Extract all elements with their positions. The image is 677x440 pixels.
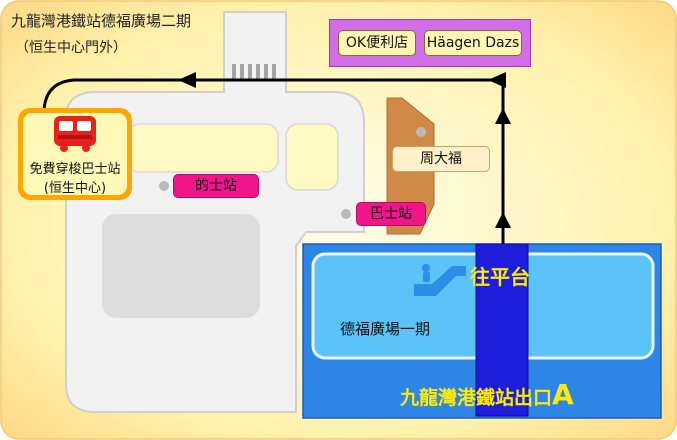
label-exit-a-text: 九龍灣港鐵站出口 xyxy=(400,387,553,409)
legend-ok-store: OK便利店 xyxy=(338,30,416,56)
pin-taxi-stand xyxy=(159,181,169,191)
shuttle-bus-station-location: (恒生中心) xyxy=(43,181,107,196)
arrow-icon xyxy=(495,212,511,228)
legend-box: OK便利店 Häagen Dazs xyxy=(329,19,531,67)
shuttle-bus-station-name: 免費穿梭巴士站 xyxy=(29,162,121,177)
map-subtitle: （恒生中心門外） xyxy=(15,40,127,56)
shuttle-bus-station[interactable]: 免費穿梭巴士站 (恒生中心) xyxy=(18,108,132,200)
label-telford-plaza-1: 德福廣場一期 xyxy=(340,320,431,338)
arrow-icon xyxy=(178,72,196,88)
label-exit-a-letter: A xyxy=(552,378,574,411)
corridor-to-platform xyxy=(475,243,529,417)
route-line xyxy=(42,78,505,244)
road-lane-right xyxy=(285,123,339,191)
label-bus-stop[interactable]: 巴士站 xyxy=(356,202,426,226)
courtyard-block xyxy=(102,214,260,318)
label-exit-a: 九龍灣港鐵站出口A xyxy=(400,378,574,411)
label-taxi-stand[interactable]: 的士站 xyxy=(173,174,259,198)
arrow-icon xyxy=(495,108,511,124)
map-title: 九龍灣港鐵站德福廣場二期 xyxy=(11,12,192,30)
crosswalk xyxy=(232,64,276,80)
pin-bus-stop xyxy=(341,209,351,219)
pin-chow-tai-fook xyxy=(416,127,426,137)
arrow-icon xyxy=(488,72,506,88)
escalator-icon xyxy=(414,264,466,296)
label-chow-tai-fook[interactable]: 周大福 xyxy=(392,146,490,172)
road-lane-upper xyxy=(127,123,279,173)
label-to-platform: 往平台 xyxy=(470,265,530,289)
legend-haagen-dazs: Häagen Dazs xyxy=(424,30,522,56)
